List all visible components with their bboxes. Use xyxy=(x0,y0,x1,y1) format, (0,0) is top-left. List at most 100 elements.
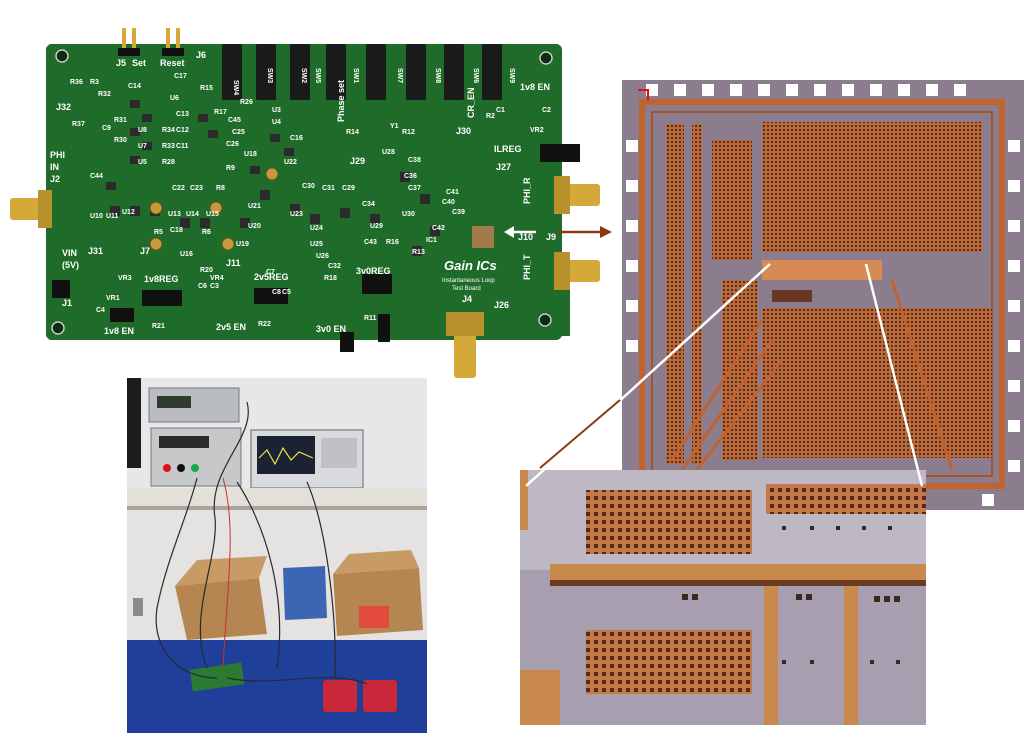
refdes-label: U24 xyxy=(310,225,323,232)
callout-line-brown xyxy=(539,399,621,469)
refdes-label: R20 xyxy=(200,267,213,274)
refdes-label: C34 xyxy=(362,201,375,208)
refdes-label: R5 xyxy=(154,229,163,236)
zoom-contacts xyxy=(682,526,900,664)
silk-j32: J32 xyxy=(56,102,71,112)
refdes-label: R36 xyxy=(70,79,83,86)
refdes-label: C37 xyxy=(408,185,421,192)
refdes-label: VR4 xyxy=(210,275,224,282)
refdes-label: R21 xyxy=(152,323,165,330)
refdes-label: U30 xyxy=(402,211,415,218)
mount-hole xyxy=(55,49,69,63)
refdes-label: C22 xyxy=(172,185,185,192)
refdes-label: C42 xyxy=(432,225,445,232)
refdes-label: R14 xyxy=(346,129,359,136)
silk-j7: J7 xyxy=(140,246,150,256)
silk-j1: J1 xyxy=(62,298,72,308)
refdes-label: C8 xyxy=(272,289,281,296)
refdes-label: C13 xyxy=(176,111,189,118)
refdes-label: R6 xyxy=(202,229,211,236)
refdes-label: U8 xyxy=(138,127,147,134)
refdes-label: U22 xyxy=(284,159,297,166)
refdes-label: U18 xyxy=(244,151,257,158)
refdes-label: U26 xyxy=(316,253,329,260)
refdes-label: C31 xyxy=(322,185,335,192)
refdes-label: C32 xyxy=(328,263,341,270)
red-device-2 xyxy=(363,680,397,712)
refdes-label: R37 xyxy=(72,121,85,128)
refdes-label: U6 xyxy=(170,95,179,102)
silk-switch-7: SW8 xyxy=(434,68,441,83)
refdes-label: IC1 xyxy=(426,237,437,244)
silk-set: Set xyxy=(132,58,146,68)
refdes-label: C18 xyxy=(170,227,183,234)
refdes-label: R13 xyxy=(412,249,425,256)
refdes-label: R28 xyxy=(162,159,175,166)
refdes-label: U25 xyxy=(310,241,323,248)
red-device-1 xyxy=(323,680,357,712)
refdes-label: VR3 xyxy=(118,275,132,282)
refdes-label: C12 xyxy=(176,127,189,134)
refdes-label: U20 xyxy=(248,223,261,230)
refdes-label: U12 xyxy=(122,209,135,216)
switch-row xyxy=(222,44,502,100)
refdes-label: C11 xyxy=(176,143,189,150)
refdes-label: R18 xyxy=(324,275,337,282)
refdes-label: U14 xyxy=(186,211,199,218)
refdes-label: U16 xyxy=(180,251,193,258)
refdes-label: R30 xyxy=(114,137,127,144)
mount-hole xyxy=(539,51,553,65)
silk-j4: J4 xyxy=(462,294,472,304)
silk-1v8en-bottom: 1v8 EN xyxy=(104,326,134,336)
refdes-label: C40 xyxy=(442,199,455,206)
refdes-label: R8 xyxy=(216,185,225,192)
monitor-edge xyxy=(127,378,141,468)
refdes-label: U15 xyxy=(206,211,219,218)
refdes-label: C14 xyxy=(128,83,141,90)
silk-1v8reg: 1v8REG xyxy=(144,274,179,284)
header-j5 xyxy=(118,28,140,56)
zoom-array-lower xyxy=(586,630,752,694)
cables xyxy=(155,401,368,685)
refdes-label: C41 xyxy=(446,189,459,196)
silk-ilreg: ILREG xyxy=(494,144,522,154)
refdes-label: C36 xyxy=(404,173,417,180)
refdes-label: R31 xyxy=(114,117,127,124)
refdes-label: C16 xyxy=(290,135,303,142)
silk-switch-8: SW6 xyxy=(472,68,479,83)
refdes-label: U5 xyxy=(138,159,147,166)
silk-j9: J9 xyxy=(546,232,556,242)
lab-bench-photo xyxy=(127,378,427,733)
header-j6 xyxy=(162,28,184,56)
refdes-label: R15 xyxy=(200,85,213,92)
refdes-label: R11 xyxy=(364,315,377,322)
sma-connector-bottom xyxy=(446,312,484,378)
silk-phase-set: Phase set xyxy=(336,80,346,122)
refdes-label: R16 xyxy=(386,239,399,246)
refdes-label: C39 xyxy=(452,209,465,216)
pin-headers xyxy=(52,144,580,352)
refdes-label: C43 xyxy=(364,239,377,246)
shelf xyxy=(127,488,427,510)
refdes-label: U29 xyxy=(370,223,383,230)
blue-box xyxy=(283,566,327,620)
refdes-label: VR2 xyxy=(530,127,544,134)
zoom-rail xyxy=(550,564,926,580)
sma-connector-left xyxy=(10,190,52,228)
refdes-label: U3 xyxy=(272,107,281,114)
silk-phi: PHI xyxy=(50,150,65,160)
refdes-label: Y1 xyxy=(390,123,399,130)
refdes-label: C23 xyxy=(190,185,203,192)
cardboard-box-left xyxy=(175,556,267,640)
smd-components xyxy=(106,100,440,256)
refdes-label: C30 xyxy=(302,183,315,190)
silk-3v0reg: 3v0REG xyxy=(356,266,391,276)
silk-switch-3: SW2 xyxy=(300,68,307,83)
silk-j11: J11 xyxy=(226,258,241,268)
silk-j6: J6 xyxy=(196,50,206,60)
refdes-label: C6 xyxy=(198,283,207,290)
refdes-label: R12 xyxy=(402,129,415,136)
ic1-chip xyxy=(472,226,494,248)
refdes-label: C9 xyxy=(102,125,111,132)
silk-phi-t: PHI_T xyxy=(522,254,532,280)
